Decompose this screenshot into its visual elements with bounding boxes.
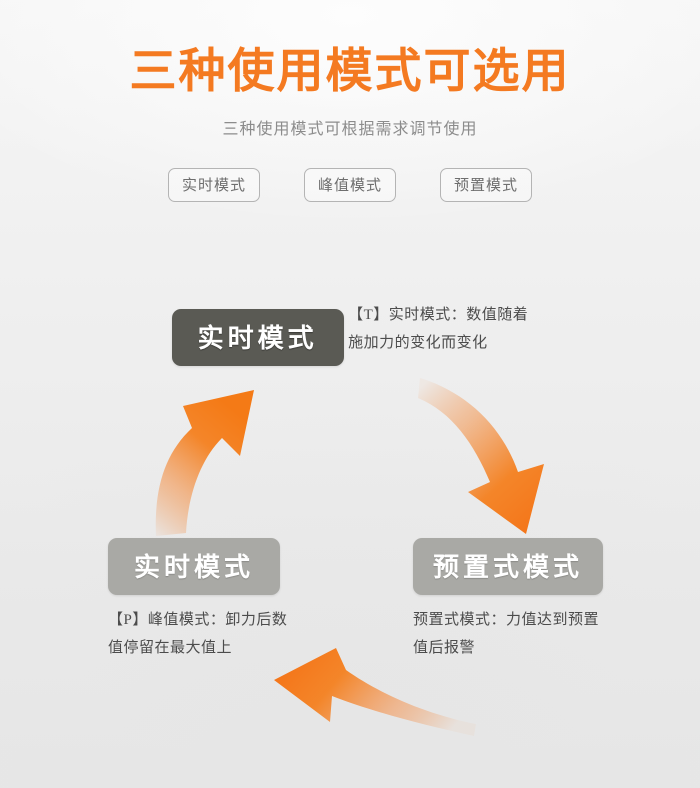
node-description-line: 值后报警 (413, 640, 476, 656)
cycle-node-realtime: 实时模式 【T】实时模式：数值随着 施加力的变化而变化 (0, 290, 700, 366)
node-description-line: 【T】实时模式：数值随着 (348, 307, 529, 323)
mode-chip-preset[interactable]: 预置模式 (440, 168, 533, 202)
node-badge-peak[interactable]: 实时模式 (108, 538, 281, 595)
arrow-down-right-icon (418, 378, 544, 534)
page-title: 三种使用模式可选用 (129, 44, 571, 97)
node-description-line: 【P】峰值模式：卸力后数 (108, 612, 288, 628)
node-badge-realtime[interactable]: 实时模式 (171, 309, 344, 366)
mode-chip-realtime[interactable]: 实时模式 (167, 168, 260, 202)
mode-chip-peak[interactable]: 峰值模式 (303, 168, 396, 202)
page-subtitle: 三种使用模式可根据需求调节使用 (222, 121, 478, 138)
node-description-line: 预置式模式：力值达到预置 (413, 612, 600, 628)
cycle-node-peak: 实时模式 【P】峰值模式：卸力后数 值停留在最大值上 (108, 538, 287, 662)
node-description-line: 施加力的变化而变化 (348, 335, 488, 351)
node-description-peak: 【P】峰值模式：卸力后数 值停留在最大值上 (108, 606, 287, 662)
arrow-up-left-icon (155, 390, 254, 536)
node-description-preset: 预置式模式：力值达到预置 值后报警 (413, 606, 603, 662)
node-badge-preset[interactable]: 预置式模式 (413, 538, 604, 595)
cycle-node-preset: 预置式模式 预置式模式：力值达到预置 值后报警 (413, 538, 604, 662)
mode-chip-list: 实时模式 峰值模式 预置模式 (0, 168, 700, 202)
node-description-line: 值停留在最大值上 (108, 640, 233, 656)
node-description-realtime: 【T】实时模式：数值随着 施加力的变化而变化 (348, 301, 528, 357)
